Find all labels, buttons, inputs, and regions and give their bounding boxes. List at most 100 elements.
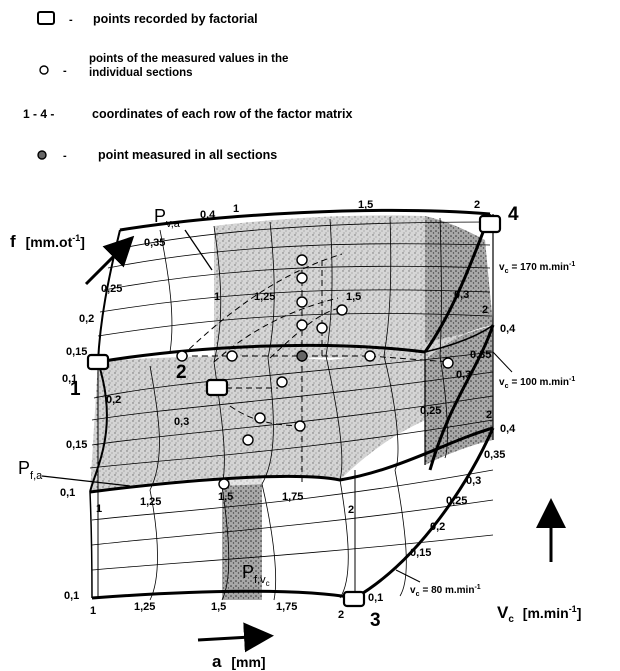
measured-point xyxy=(176,350,188,362)
measured-point xyxy=(296,254,308,266)
corner-label-3: 3 xyxy=(370,610,381,631)
legend-all-sections-icon xyxy=(37,150,47,160)
tick-label: 0,25 xyxy=(420,405,441,417)
tick-label: 0,3 xyxy=(456,369,471,381)
tick-label: 1 xyxy=(96,503,102,515)
tick-label: 0,3 xyxy=(174,416,189,428)
measured-point xyxy=(336,304,348,316)
factorial-point-3 xyxy=(342,590,366,608)
measured-point xyxy=(242,434,254,446)
tick-label: 0,4 xyxy=(200,209,216,221)
tick-label: 1,75 xyxy=(282,491,303,503)
legend-rows-text: coordinates of each row of the factor ma… xyxy=(92,107,353,121)
vc-axis-label: Vc [m.min-1] xyxy=(497,603,581,625)
f-axis-arrow xyxy=(84,235,135,286)
legend-all-text: point measured in all sections xyxy=(98,148,277,162)
tick-label: 0,25 xyxy=(101,283,122,295)
grid-lines xyxy=(89,216,494,601)
dashed-lines xyxy=(181,253,451,485)
tick-label: 2 xyxy=(482,304,488,316)
tick-label: 2 xyxy=(474,199,480,211)
plane-pva-shading xyxy=(214,215,425,362)
tick-label: 0,1 xyxy=(62,373,77,385)
tick-label: 0,3 xyxy=(466,475,481,487)
measured-point xyxy=(276,376,288,388)
legend-measured-circle-icon xyxy=(39,65,49,75)
a-axis-arrow xyxy=(197,622,274,653)
tick-label: 0,4 xyxy=(500,323,516,335)
legend: - points recorded by factorial - points … xyxy=(23,11,353,162)
measured-point xyxy=(364,350,376,362)
corner-label-4: 4 xyxy=(508,204,519,225)
f-axis: f [mm.ot-1] xyxy=(10,232,135,286)
tick-label: 0,35 xyxy=(470,349,491,361)
speed-80-leader xyxy=(395,569,421,583)
tick-label: 2 xyxy=(486,409,492,421)
a-axis-label: a [mm] xyxy=(212,652,266,671)
speed-level-170: vc= 170 m.min-1 xyxy=(499,261,575,275)
tick-label: 0,15 xyxy=(66,439,87,451)
tick-label: 0,2 xyxy=(106,394,121,406)
plane-pfa-leader xyxy=(41,475,131,487)
plane-pfa-shading xyxy=(90,328,493,492)
tick-label: 1,5 xyxy=(358,199,373,211)
tick-label: 0,4 xyxy=(500,423,516,435)
factorial-point-1 xyxy=(86,353,110,371)
tick-label: 0,35 xyxy=(484,449,505,461)
legend-measured-dash: - xyxy=(63,65,67,77)
tick-label: 1,25 xyxy=(140,496,161,508)
tick-label: 2 xyxy=(338,609,344,621)
plane-label-pva: Pv,a xyxy=(154,206,181,230)
corner-label-2: 2 xyxy=(176,362,187,383)
tick-label: 0,2 xyxy=(430,521,445,533)
all-sections-point xyxy=(296,350,308,362)
tick-label: 1 xyxy=(233,203,239,215)
tick-label: 0,1 xyxy=(64,590,79,602)
plane-pfvc-shading xyxy=(222,484,262,600)
legend-measured-line2: individual sections xyxy=(89,67,193,79)
legend-factorial-text: points recorded by factorial xyxy=(93,12,258,26)
plane-label-pfa: Pf,a xyxy=(18,458,43,482)
tick-labels: 1 1,5 2 0,4 0,35 0,25 0,2 0,15 0,1 0,3 1… xyxy=(60,199,516,621)
measured-point xyxy=(296,296,308,308)
measured-point xyxy=(442,357,454,369)
measured-point xyxy=(226,350,238,362)
tick-label: 1,5 xyxy=(218,491,233,503)
plane-label-pfvc: Pf,vc xyxy=(242,562,270,588)
measured-point xyxy=(316,322,328,334)
a-axis: a [mm] xyxy=(197,622,274,671)
factorial-point-4 xyxy=(478,214,502,234)
legend-factorial-square-icon xyxy=(37,11,55,25)
measured-point xyxy=(254,412,266,424)
tick-label: 0,1 xyxy=(60,487,75,499)
legend-rows-prefix: 1 - 4 - xyxy=(23,107,54,121)
speed-level-80: vc= 80 m.min-1 xyxy=(410,584,481,598)
speed-level-100: vc= 100 m.min-1 xyxy=(499,376,575,390)
tick-label: 1,5 xyxy=(346,291,361,303)
tick-label: 1,75 xyxy=(276,601,297,613)
tick-label: 1 xyxy=(90,605,96,617)
tick-label: 1,5 xyxy=(211,601,226,613)
tick-label: 0,35 xyxy=(144,237,165,249)
frame-outlines xyxy=(89,208,495,600)
legend-all-dash: - xyxy=(63,150,67,162)
legend-factorial-dash: - xyxy=(69,14,73,26)
tick-label: 0,1 xyxy=(368,592,383,604)
plane-pva-leader xyxy=(184,229,213,271)
speed-100-leader xyxy=(492,351,513,373)
f-axis-label: f [mm.ot-1] xyxy=(10,232,85,251)
tick-label: 2 xyxy=(348,504,354,516)
tick-label: 0,2 xyxy=(79,313,94,325)
tick-label: 0,15 xyxy=(410,547,431,559)
tick-label: 1 xyxy=(214,291,220,303)
measured-point xyxy=(294,420,306,432)
tick-label: 0,25 xyxy=(446,495,467,507)
measured-points xyxy=(176,254,454,490)
tick-label: 1,25 xyxy=(254,291,275,303)
measured-point xyxy=(296,319,308,331)
tick-label: 0,3 xyxy=(454,289,469,301)
legend-measured-line1: points of the measured values in the xyxy=(89,53,288,65)
measured-point xyxy=(296,272,308,284)
tick-label: 1,25 xyxy=(134,601,155,613)
